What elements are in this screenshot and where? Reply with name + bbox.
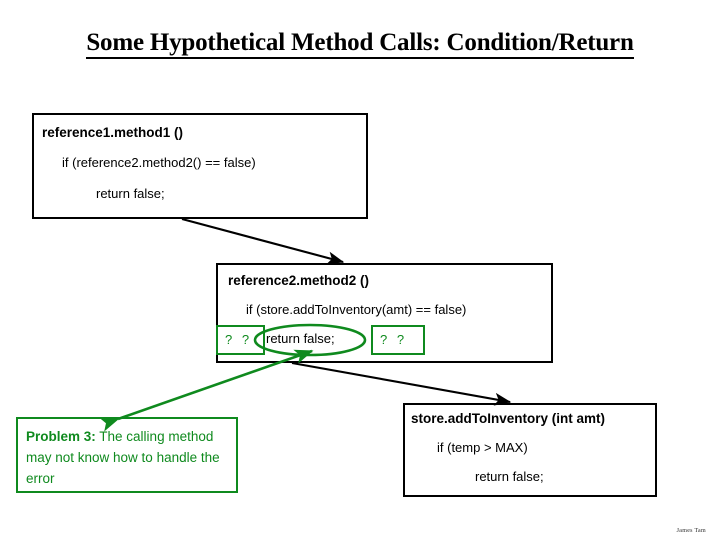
problem-callout-label: Problem 3: (26, 429, 96, 444)
code-box-add-to-inventory: store.addToInventory (int amt) if (temp … (403, 403, 657, 497)
arrow-method2-to-addtoinventory (291, 361, 512, 406)
page-title-text: Some Hypothetical Method Calls: Conditio… (86, 29, 634, 59)
code-box-method2-line1: if (store.addToInventory(amt) == false) (246, 302, 467, 317)
question-marks-left-text: ? ? (225, 332, 253, 347)
code-box-method1-line1: if (reference2.method2() == false) (62, 155, 256, 170)
question-marks-box-left: ? ? (216, 325, 265, 355)
question-marks-box-right: ? ? (371, 325, 425, 355)
code-box-add-to-inventory-line2: return false; (475, 469, 544, 484)
code-box-add-to-inventory-line1: if (temp > MAX) (437, 440, 528, 455)
problem-callout-text: Problem 3: The calling method may not kn… (26, 426, 232, 489)
author-signature: James Tam (676, 528, 706, 534)
question-marks-right-text: ? ? (380, 332, 408, 347)
problem-callout-body: The calling method may not know how to h… (26, 429, 220, 486)
page-title: Some Hypothetical Method Calls: Conditio… (0, 28, 720, 59)
problem-callout-box: Problem 3: The calling method may not kn… (16, 417, 238, 493)
code-box-method2-header: reference2.method2 () (228, 273, 370, 288)
code-box-method1: reference1.method1 () if (reference2.met… (32, 113, 368, 219)
code-box-method1-line2: return false; (96, 186, 165, 201)
code-box-method2: reference2.method2 () if (store.addToInv… (216, 263, 553, 363)
code-box-add-to-inventory-header: store.addToInventory (int amt) (411, 411, 606, 426)
code-box-method1-header: reference1.method1 () (42, 125, 184, 140)
code-box-method2-line2: return false; (266, 331, 335, 346)
arrow-method1-to-method2 (181, 217, 345, 265)
